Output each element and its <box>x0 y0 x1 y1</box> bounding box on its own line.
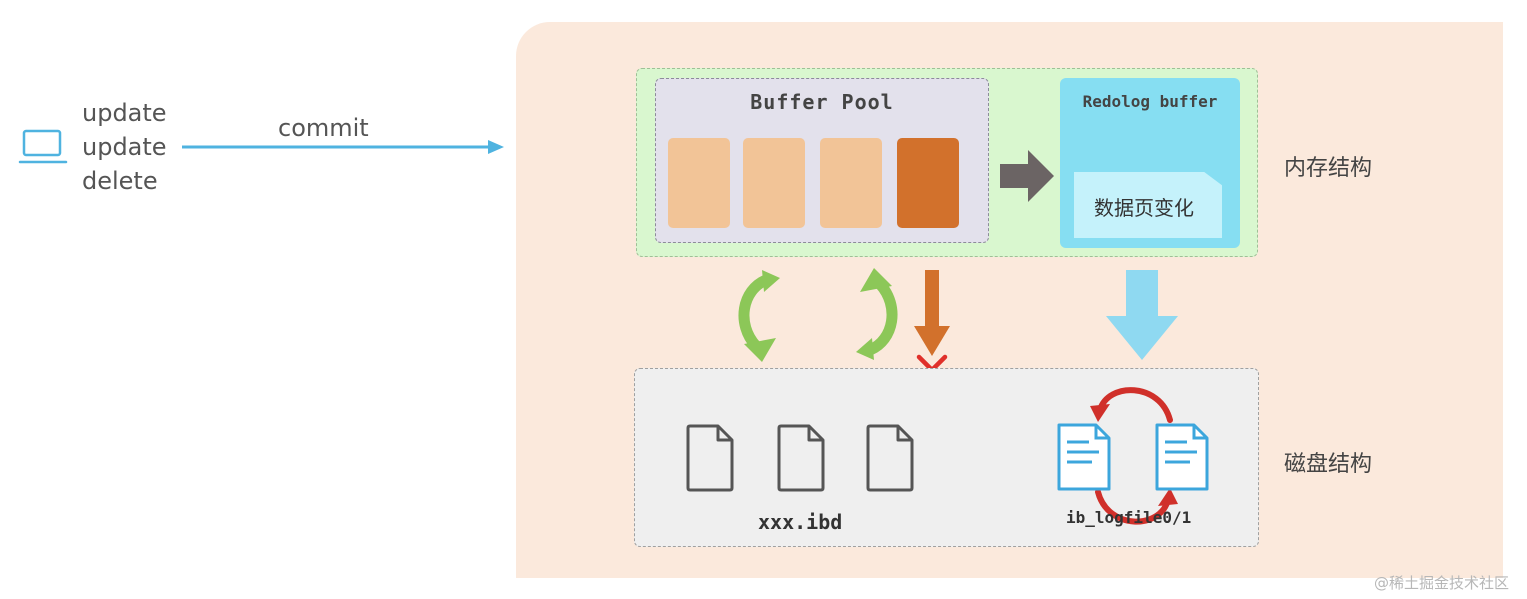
buffer-pool-title: Buffer Pool <box>750 90 894 114</box>
sync-arrow-icon <box>738 270 780 362</box>
sync-arrow-icon <box>856 268 898 360</box>
commit-arrow <box>182 140 504 154</box>
watermark: @稀土掘金技术社区 <box>1374 574 1510 592</box>
log-file-icon <box>1057 423 1111 491</box>
clean-page <box>668 138 730 228</box>
file-icon <box>866 424 914 492</box>
memory-structure-label: 内存结构 <box>1284 156 1373 181</box>
sql-statement: delete <box>82 167 158 195</box>
log-file-label: ib_logfile0/1 <box>1066 508 1192 527</box>
flush-page-arrow <box>914 270 950 356</box>
file-icon <box>686 424 734 492</box>
commit-label: commit <box>278 114 369 142</box>
disk-structure-label: 磁盘结构 <box>1284 452 1373 477</box>
cycle-arrow-icon <box>1090 387 1178 525</box>
laptop-icon <box>18 129 68 164</box>
page-change-record <box>1074 172 1222 238</box>
clean-page <box>820 138 882 228</box>
sql-statement: update <box>82 133 167 161</box>
write-to-redolog-arrow <box>1000 150 1054 202</box>
file-icon <box>777 424 825 492</box>
sql-statement: update <box>82 99 167 127</box>
redolog-buffer-title: Redolog buffer <box>1082 92 1218 111</box>
data-file-label: xxx.ibd <box>758 510 843 534</box>
log-file-icon <box>1155 423 1209 491</box>
dirty-page <box>897 138 959 228</box>
page-change-label: 数据页变化 <box>1094 196 1194 220</box>
redolog-flush-arrow <box>1106 270 1178 360</box>
sql-statement-list: update update delete <box>82 96 167 198</box>
clean-page <box>743 138 805 228</box>
